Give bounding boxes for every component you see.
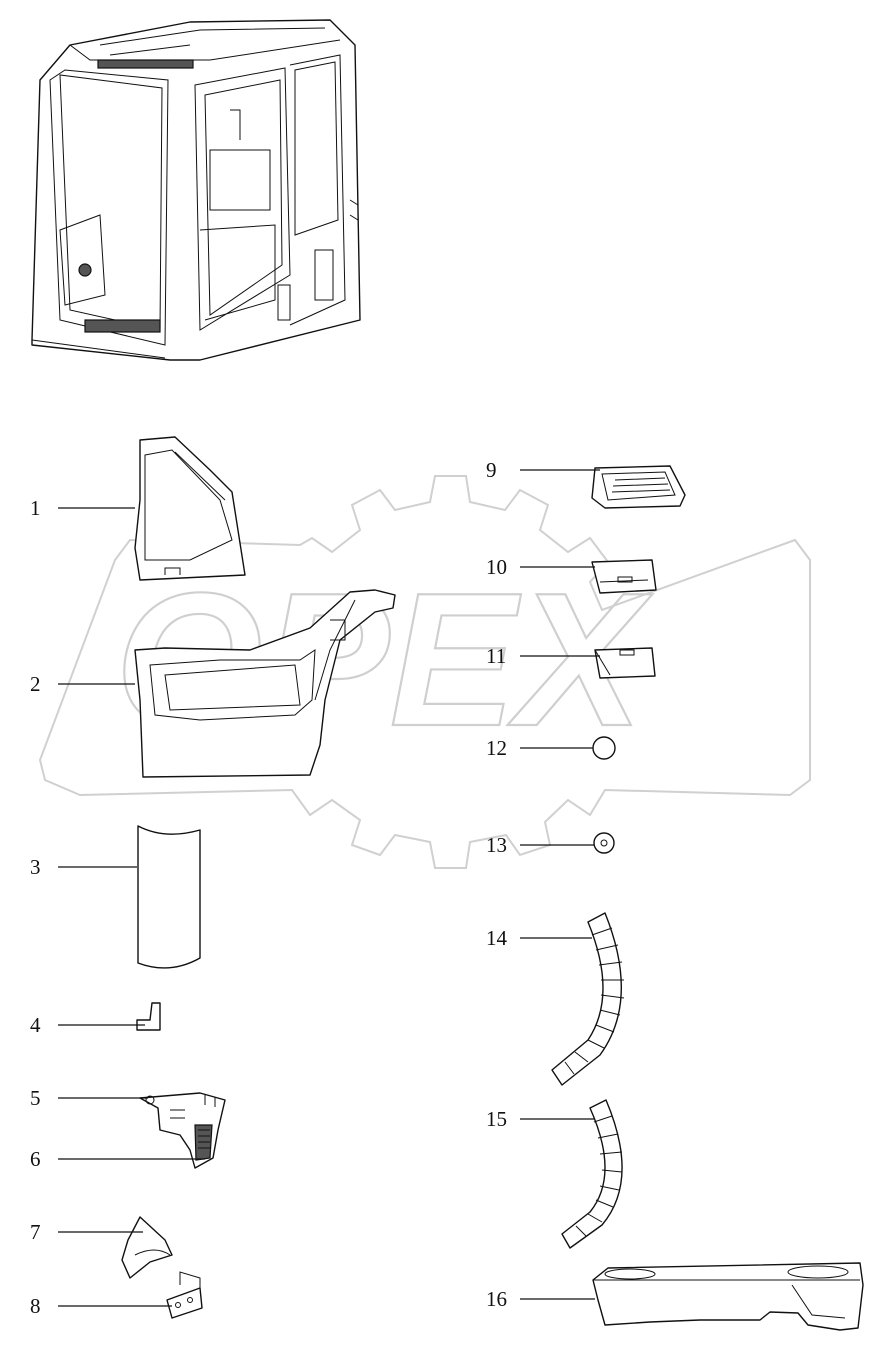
part-3-flat-panel: [137, 825, 201, 969]
callout-14: 14: [486, 926, 508, 950]
callout-8: 8: [30, 1294, 41, 1318]
part-9-vent: [591, 465, 686, 509]
callout-10: 10: [486, 555, 507, 579]
callout-12: 12: [486, 736, 507, 760]
part-10-cover: [591, 559, 657, 594]
callout-15: 15: [486, 1107, 507, 1131]
part-11-cover: [594, 647, 656, 679]
part-1-side-trim: [134, 436, 246, 581]
callout-16: 16: [486, 1287, 507, 1311]
part-12-plug: [592, 736, 616, 760]
part-4-bracket: [136, 1002, 161, 1031]
part-2-trim-panel: [134, 589, 396, 778]
callout-3: 3: [30, 855, 41, 879]
callout-4: 4: [30, 1013, 41, 1037]
part-7-cover: [121, 1216, 173, 1279]
callout-5: 5: [30, 1086, 41, 1110]
part-14-hose: [551, 912, 625, 1086]
leader-lines: [58, 469, 600, 1307]
callout-9: 9: [486, 458, 497, 482]
callout-11: 11: [486, 644, 506, 668]
part-15-hose: [561, 1099, 623, 1249]
callout-1: 1: [30, 496, 41, 520]
callout-6: 6: [30, 1147, 41, 1171]
cab-assembly: [31, 19, 361, 361]
part-16-console: [592, 1262, 864, 1331]
part-8-clip: [166, 1271, 203, 1319]
callout-labels: 1 2 3 4 5 6 7 8 9 10 11 12 13 14 15 16: [30, 458, 508, 1318]
part-5-6-latch-assembly: [139, 1092, 226, 1169]
callout-7: 7: [30, 1220, 41, 1244]
callout-13: 13: [486, 833, 507, 857]
part-13-washer: [593, 832, 615, 854]
callout-2: 2: [30, 672, 41, 696]
